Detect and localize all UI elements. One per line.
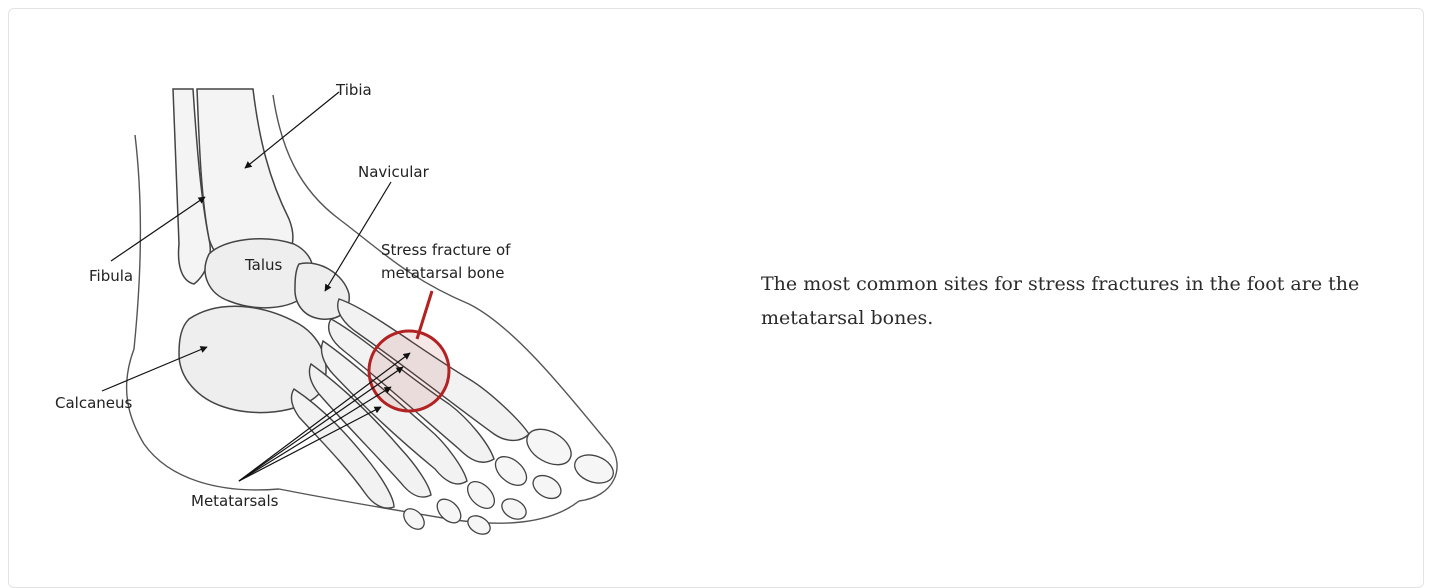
label-calcaneus: Calcaneus (55, 394, 133, 412)
foot-diagram-svg: Tibia Fibula Talus Navicular Stress frac… (49, 49, 649, 539)
toe-2 (490, 451, 532, 491)
label-tibia: Tibia (335, 81, 372, 99)
label-metatarsals: Metatarsals (191, 492, 279, 510)
toe-3-tip (498, 495, 530, 524)
toe-5 (400, 505, 428, 533)
label-navicular: Navicular (358, 163, 430, 181)
toe-4 (433, 495, 466, 528)
content-card: Tibia Fibula Talus Navicular Stress frac… (8, 8, 1424, 588)
label-fibula: Fibula (89, 267, 133, 285)
toe-1-tip (571, 450, 617, 488)
toe-1 (521, 422, 578, 472)
label-stress-fracture-line2: metatarsal bone (381, 264, 505, 282)
toe-2-tip (529, 471, 565, 503)
foot-anatomy-diagram: Tibia Fibula Talus Navicular Stress frac… (49, 49, 649, 539)
label-talus: Talus (244, 256, 283, 274)
caption-text: The most common sites for stress fractur… (761, 267, 1381, 335)
toe-3 (463, 477, 500, 514)
stress-fracture-pointer (417, 291, 432, 339)
toe-4-tip (465, 512, 494, 538)
label-stress-fracture-line1: Stress fracture of (381, 241, 511, 259)
stress-fracture-highlight (369, 331, 449, 411)
